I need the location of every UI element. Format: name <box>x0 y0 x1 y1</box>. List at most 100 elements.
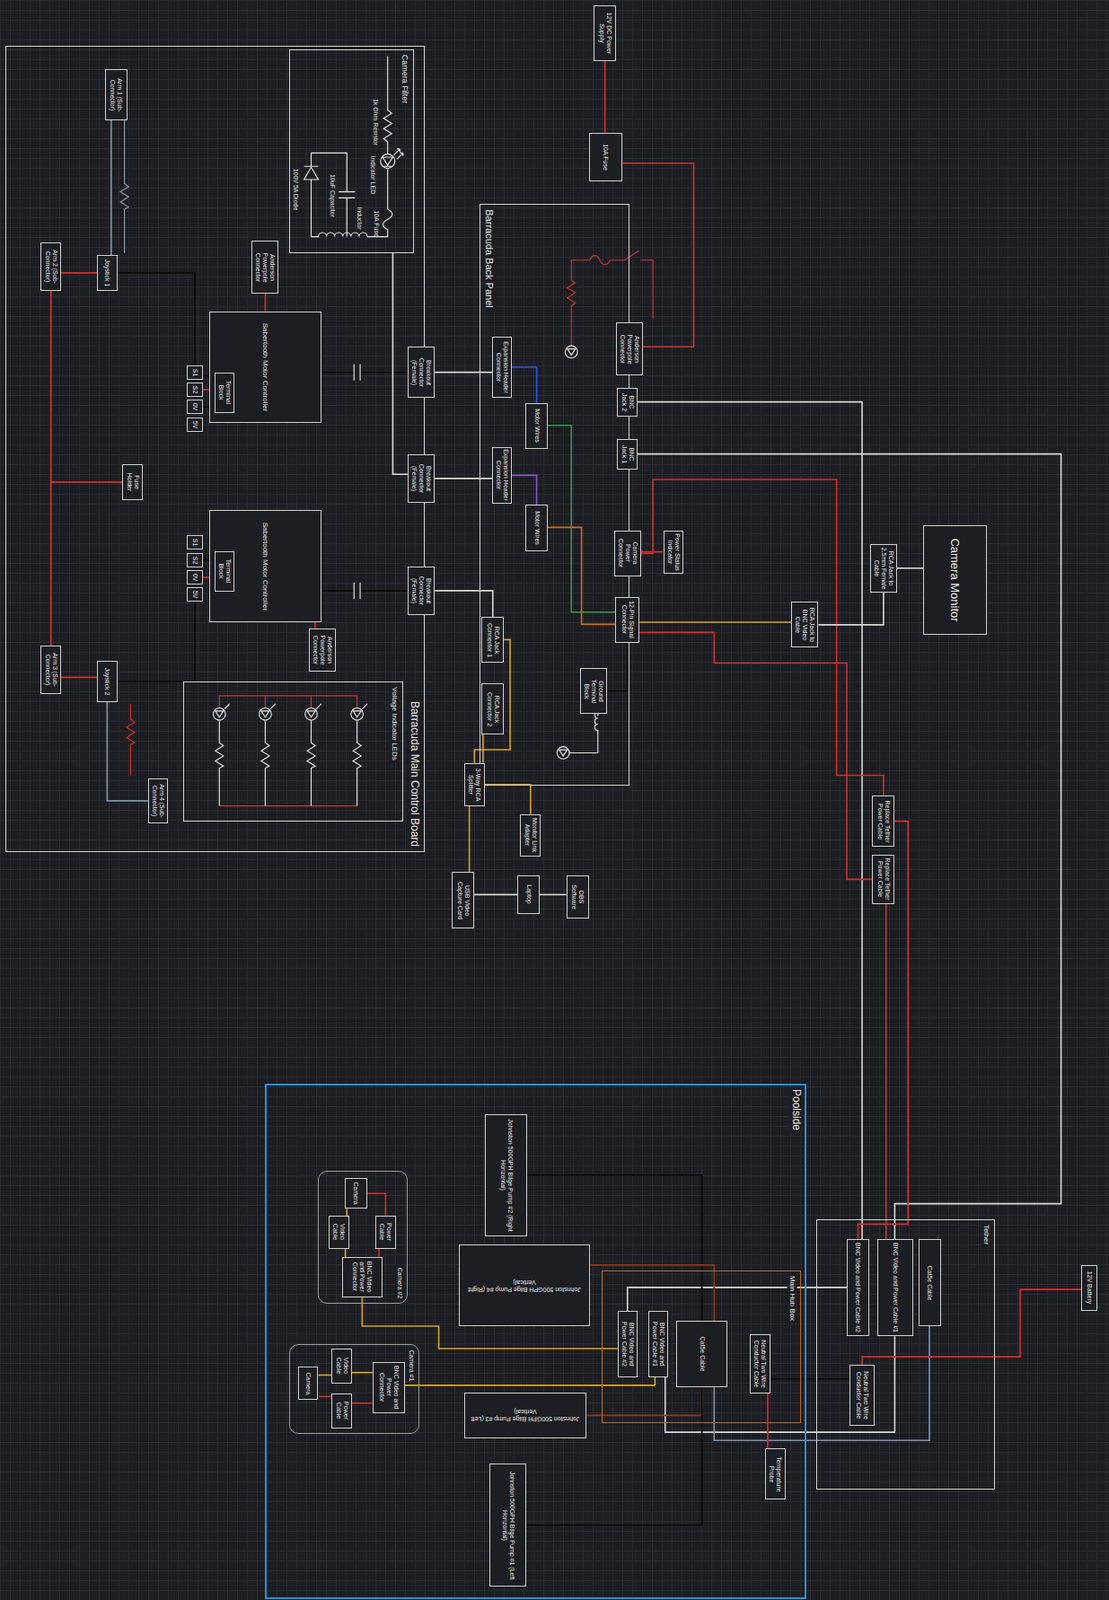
wire <box>317 1374 332 1377</box>
sub-connector: Arm 4 (Sub-Connector) <box>148 778 169 824</box>
led-symbol <box>351 707 364 721</box>
wire <box>404 1377 655 1386</box>
wire <box>511 367 537 404</box>
hub-cable: BNC Video and Power Cable #2 <box>617 1311 638 1378</box>
node-label: Terminal Block <box>217 554 232 590</box>
battery-box: 12V Battery <box>1081 1265 1098 1312</box>
wire <box>117 601 195 682</box>
wire <box>352 1372 373 1374</box>
bnc-connector: BNC Video and Power Connector <box>342 1257 383 1298</box>
wire <box>713 1326 930 1441</box>
node-label: Sabertooth Motor Controller <box>261 314 270 422</box>
wire <box>627 1287 847 1312</box>
wire <box>264 293 267 311</box>
node-label: OBS Software <box>570 878 585 916</box>
fuse-holder: Fuse Holder <box>122 464 143 501</box>
component-label: 10A Fuse <box>372 210 380 238</box>
wire <box>637 402 863 1241</box>
wire <box>641 551 664 554</box>
video-cable: RCA Jack to 2.5mm Female Cable <box>870 544 898 594</box>
fuse-box: 10A Fuse <box>589 132 623 183</box>
node-label: Arm 4 (Sub-Connector) <box>150 781 166 821</box>
led-symbol <box>305 707 318 721</box>
pin-box: 5V <box>186 417 203 432</box>
wire <box>607 642 627 692</box>
power-connector: Anderson Powerpole Connector <box>251 240 279 294</box>
wire <box>897 567 924 570</box>
wire <box>639 621 792 624</box>
node-label: Expansion Header Connector <box>494 449 510 502</box>
video-cable: RCA Jack to BNC Video Cable <box>791 601 819 648</box>
potentiometer-symbol <box>120 120 129 254</box>
led-symbol <box>564 345 578 359</box>
wire <box>547 527 616 625</box>
cable-box: Power Cable <box>375 1215 397 1249</box>
wire <box>367 1193 386 1216</box>
node-label: Neutral Two Wire Conductor Cable <box>854 1367 870 1424</box>
temperature-probe: Temperature Probe <box>765 1448 786 1500</box>
node-label: BNC Video and Power Connector <box>351 1259 373 1295</box>
node-label: Arm 1 (Sub-Connector) <box>108 71 124 118</box>
capacitor-symbol <box>353 364 361 381</box>
node-label: BNC Jack 1 <box>620 441 635 467</box>
node-label: Power Cable <box>378 1218 393 1246</box>
wire <box>637 454 1062 1241</box>
wire <box>117 272 195 366</box>
node-label: Power Status Indicator <box>666 533 681 572</box>
wire <box>511 475 537 505</box>
wire <box>482 734 485 764</box>
wire <box>314 622 317 629</box>
group-title: Main Hub Box <box>787 1274 798 1323</box>
node-label: Anderson Powerpole Connector <box>618 325 641 373</box>
cable-box: Video Cable <box>328 1215 350 1249</box>
node-label: S1 <box>191 368 199 378</box>
wire <box>547 425 616 613</box>
led-diode-mark <box>215 711 361 718</box>
group-title: Tether <box>981 1223 992 1247</box>
node-label: BNC Video and Power Cable #2 <box>853 1241 862 1334</box>
wire <box>766 1393 769 1449</box>
terminal-block: Terminal Block <box>214 551 236 592</box>
wire <box>61 272 97 274</box>
wire <box>110 120 113 256</box>
node-label: Johnston 500GPH Bilge Pump #4 (Right Ver… <box>461 1277 587 1293</box>
wire <box>858 821 909 1241</box>
node-label: Fuse Holder <box>125 466 141 498</box>
power-connector: Anderson Powerpole Connector <box>616 322 643 376</box>
wire <box>51 482 124 646</box>
cable-box: Power Cable <box>331 1393 353 1429</box>
group-title: Voltage Indicator LEDs <box>389 685 400 762</box>
component-label: 1k Ohm Resistor <box>371 98 379 146</box>
motor-wires: Motor Wires <box>525 504 548 551</box>
hub-cable: Cat5e Cable <box>676 1320 728 1388</box>
wire <box>468 806 471 873</box>
component-label: 100V 5A Diode <box>291 168 300 212</box>
node-label: S2 <box>191 555 199 565</box>
pin-box: S2 <box>186 382 203 397</box>
breakout-connector: Breakout Connector (Female) <box>407 346 435 398</box>
node-label: BNC Video and Power Connector <box>378 1364 400 1411</box>
node-label: S1 <box>191 537 199 547</box>
node-label: Breakout Connector (Female) <box>410 457 432 502</box>
pin-box: 0V <box>186 570 203 585</box>
node-label: Power Cable <box>334 1396 350 1426</box>
wire <box>345 1208 348 1216</box>
resistor-symbol <box>215 720 361 806</box>
status-indicator: Power Status Indicator <box>663 530 685 574</box>
wire <box>392 253 408 476</box>
wire <box>622 163 695 348</box>
node-label: Monitor Link Adapter <box>523 817 538 855</box>
node-label: Camera Power Connector <box>616 533 639 574</box>
node-label: Replace Tether Power Cable <box>876 798 891 845</box>
node-label: Joystick 2 <box>103 663 111 699</box>
pin-box: S1 <box>186 365 203 380</box>
inductor-symbol <box>311 232 368 238</box>
bilge-pump: Johnston 500GPH Bilge Pump #1 (Left Hori… <box>489 1463 527 1586</box>
wire <box>106 702 148 801</box>
tether-cable: BNC Video and Power Cable #2 <box>846 1239 870 1337</box>
wire <box>885 904 888 1241</box>
resistor-symbol <box>383 55 392 154</box>
diode-symbol <box>304 152 348 237</box>
pin-box: 5V <box>186 587 203 602</box>
led-diode-mark <box>559 749 568 757</box>
